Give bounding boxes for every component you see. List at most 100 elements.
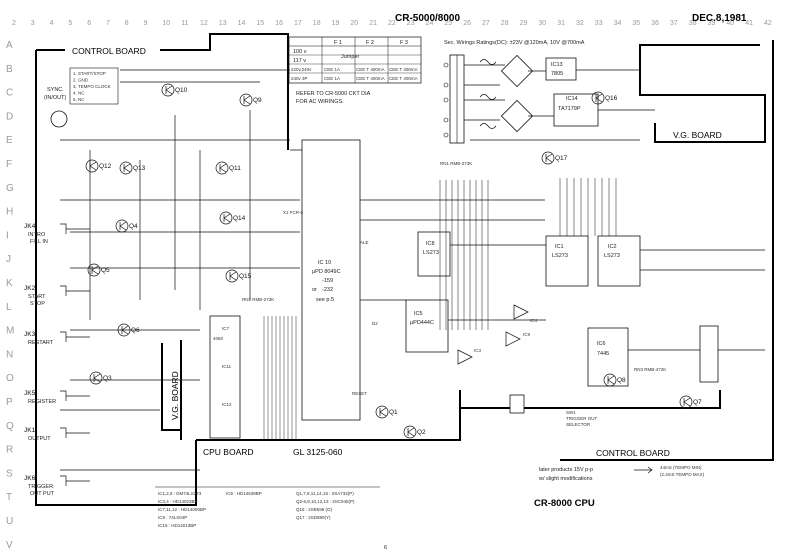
transistor-label: Q12 xyxy=(99,163,112,170)
transistor-q9: Q9 xyxy=(239,93,262,107)
grid-row-label: E xyxy=(6,135,13,146)
transistor-q17: Q17 xyxy=(541,151,568,165)
grid-row-label: A xyxy=(6,40,13,51)
grid-row-label: D xyxy=(6,111,13,122)
jack-name: START xyxy=(28,294,46,300)
fuse-col-f3: F 3 xyxy=(400,40,408,46)
transistor-label: Q8 xyxy=(617,377,626,384)
grid-row-label: H xyxy=(6,207,13,218)
tempo-note-2: (2.4mS TEMPO MAX) xyxy=(660,472,705,477)
transistor-q4: Q4 xyxy=(115,219,138,233)
refer-note-2: FOR AC WIRINGS. xyxy=(296,99,344,105)
logic-chips xyxy=(209,231,641,439)
transistor-q2: Q2 xyxy=(403,425,426,439)
grid-col-label: 36 xyxy=(651,20,659,27)
grid-col-label: 7 xyxy=(106,20,110,27)
grid-col-label: 16 xyxy=(275,20,283,27)
grid-row-label: B xyxy=(6,64,13,75)
cpu-board-label: CPU BOARD xyxy=(203,447,254,457)
power-supply xyxy=(443,54,655,144)
fuse-row-3-f2: CEE T 400mA xyxy=(356,67,385,72)
grid-col-label: 4 xyxy=(50,20,54,27)
transistor-q16: Q16 xyxy=(591,91,618,105)
grid-col-label: 6 xyxy=(87,20,91,27)
grid-col-label: 9 xyxy=(144,20,148,27)
ic7-label: IC7 xyxy=(222,326,230,331)
grid-col-label: 23 xyxy=(407,20,415,27)
transistor-label: Q6 xyxy=(131,327,140,334)
fuse-row-4-f1: CEE 1A xyxy=(324,76,340,81)
grid-col-label: 38 xyxy=(689,20,697,27)
transistor-label: Q15 xyxy=(239,273,252,280)
transistor-label: Q1 xyxy=(389,409,398,416)
sync-connector xyxy=(50,67,119,128)
parts-list-entry: IC1,2,8 : DM74LS273 xyxy=(158,491,202,496)
jack-name-2: STOP xyxy=(30,301,45,307)
grid-row-label: K xyxy=(6,278,13,289)
jack-name: INTRO xyxy=(28,232,46,238)
rn3-label: RN3 RMB-472K xyxy=(634,367,666,372)
ic8-label: IC8 xyxy=(426,241,435,247)
ic3-label: IC3 xyxy=(474,348,482,353)
sync-label-2: (IN/OUT) xyxy=(44,95,66,101)
rn1-label: RN1 RMB-273K xyxy=(440,161,472,166)
page-number: 6 xyxy=(384,545,387,551)
grid-col-label: 14 xyxy=(238,20,246,27)
jack-id: JK3 xyxy=(24,331,36,338)
tempo-note: 44mS (TEMPO MIN) xyxy=(660,465,702,470)
jack-id: JK4 xyxy=(24,223,36,230)
grid-col-label: 30 xyxy=(538,20,546,27)
ic5-part: μPD444C xyxy=(410,320,434,326)
transistor-q11: Q11 xyxy=(215,161,241,175)
ic12-label: IC12 xyxy=(222,402,232,407)
ic5-label: IC5 xyxy=(414,311,423,317)
ic11-label: IC11 xyxy=(222,364,232,369)
transistor-label: Q5 xyxy=(101,267,110,274)
ic2-label: IC2 xyxy=(608,244,617,250)
grid-col-label: 15 xyxy=(256,20,264,27)
jack-name: OUTPUT xyxy=(28,436,51,442)
jack-id: JK6 xyxy=(24,475,36,482)
grid-row-label: T xyxy=(6,492,12,503)
parts-list-entry: Q1,7,8,11,14,15 : 2SA733(P) xyxy=(296,491,354,496)
grid-col-label: 21 xyxy=(369,20,377,27)
transistor-q7: Q7 xyxy=(679,395,702,409)
jack-name-2: OUT PUT xyxy=(30,491,55,497)
see-page-note: see p.5 xyxy=(316,297,334,303)
parts-list-entry: Q2-6,9,10,12,13 : 2SC945(P) xyxy=(296,499,355,504)
grid-row-label: G xyxy=(6,183,14,194)
grid-row-label: N xyxy=(6,349,13,360)
grid-col-label: 40 xyxy=(726,20,734,27)
ic9-label: IC9 xyxy=(523,332,531,337)
transistor-q15: Q15 xyxy=(225,269,252,283)
grid-row-label: L xyxy=(6,302,12,313)
transistor-label: Q3 xyxy=(103,375,112,382)
d2-label: D2 xyxy=(372,321,378,326)
grid-col-label: 39 xyxy=(708,20,716,27)
transistor-label: Q10 xyxy=(175,87,188,94)
transistor-q13: Q13 xyxy=(119,161,146,175)
control-board-bottom-label: CONTROL BOARD xyxy=(596,448,670,458)
grid-col-label: 17 xyxy=(294,20,302,27)
left-circuit-wiring xyxy=(60,69,765,471)
ic4-label: IC4 xyxy=(530,318,538,323)
grid-row-label: I xyxy=(6,230,9,241)
sync-pin: 4. NC xyxy=(73,91,85,96)
vg-board-left-label: V.G. BOARD xyxy=(170,371,180,420)
fuse-row-3: 220v,240v xyxy=(291,67,312,72)
grid-row-label: Q xyxy=(6,421,14,432)
vg-board-right-label: V.G. BOARD xyxy=(673,130,722,140)
transistor-q5: Q5 xyxy=(87,263,110,277)
ic1-part: LS273 xyxy=(552,253,568,259)
fuse-row-4: 240v 3P xyxy=(291,76,308,81)
ic10-part: μPD 8049C xyxy=(312,269,341,275)
transistor-label: Q7 xyxy=(693,399,702,406)
fuse-row-3-f3: CEE T 400mA xyxy=(389,67,418,72)
grid-row-label: V xyxy=(6,540,13,551)
grid-row-label: M xyxy=(6,326,14,337)
